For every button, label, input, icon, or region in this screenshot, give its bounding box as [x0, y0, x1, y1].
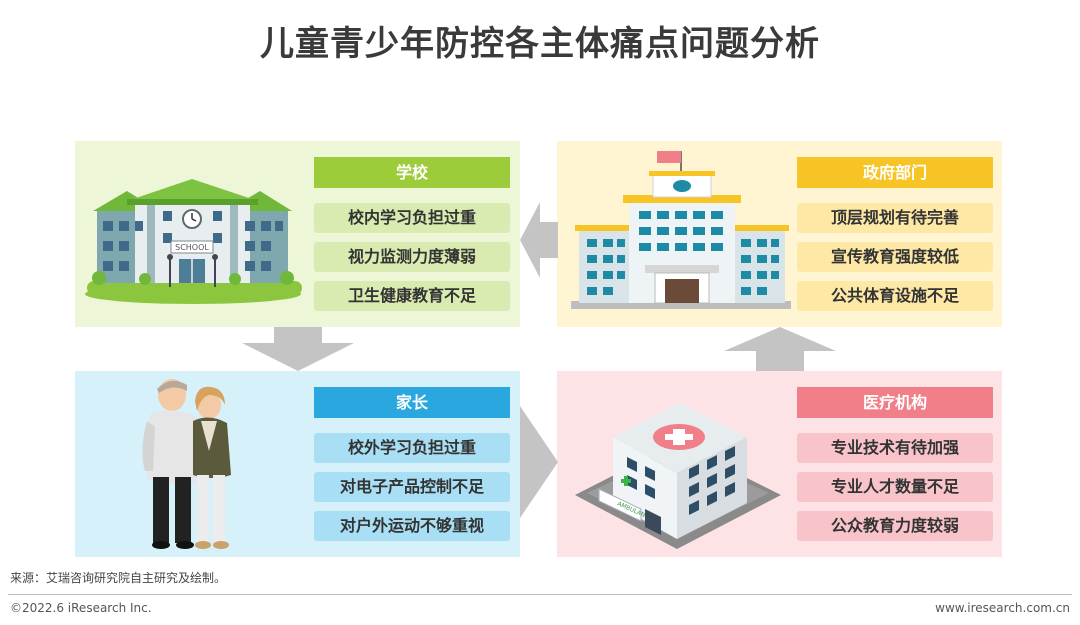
source-note: 来源：艾瑞咨询研究院自主研究及绘制。: [10, 571, 227, 585]
medical-issue-item: 专业人才数量不足: [797, 472, 993, 502]
arrow-left-icon: [520, 202, 558, 278]
parents-issue-item: 对户外运动不够重视: [314, 511, 510, 541]
arrow-right-icon: [520, 406, 558, 518]
school-issue-item: 校内学习负担过重: [314, 203, 510, 233]
parents-issue-item: 对电子产品控制不足: [314, 472, 510, 502]
school-panel: SCHOOL 学校 校内学习负担过重 视力监测力度薄弱 卫生健康教育不足: [75, 141, 520, 327]
school-issue-item: 视力监测力度薄弱: [314, 242, 510, 272]
government-panel: 政府部门 顶层规划有待完善 宣传教育强度较低 公共体育设施不足: [557, 141, 1002, 327]
medical-panel: AMBULANCE 医疗机构 专业技术有待加强 专业人才数量不足 公众教育力度较…: [557, 371, 1002, 557]
arrow-down-icon: [242, 327, 354, 371]
school-building-icon: SCHOOL: [85, 179, 302, 304]
government-building-icon: [571, 151, 791, 309]
parents-panel: 家长 校外学习负担过重 对电子产品控制不足 对户外运动不够重视: [75, 371, 520, 557]
copyright-text: ©2022.6 iResearch Inc.: [10, 601, 152, 615]
school-header: 学校: [314, 157, 510, 188]
government-issue-item: 宣传教育强度较低: [797, 242, 993, 272]
medical-issue-item: 专业技术有待加强: [797, 433, 993, 463]
website-link[interactable]: www.iresearch.com.cn: [935, 601, 1070, 615]
footer-divider: [8, 594, 1072, 595]
government-header: 政府部门: [797, 157, 993, 188]
government-issue-item: 公共体育设施不足: [797, 281, 993, 311]
school-sign-text: SCHOOL: [175, 243, 209, 252]
arrow-up-icon: [724, 327, 836, 371]
school-issue-item: 卫生健康教育不足: [314, 281, 510, 311]
page-title: 儿童青少年防控各主体痛点问题分析: [260, 24, 820, 64]
parents-issue-item: 校外学习负担过重: [314, 433, 510, 463]
government-issue-item: 顶层规划有待完善: [797, 203, 993, 233]
hospital-building-icon: AMBULANCE: [575, 403, 781, 549]
parents-header: 家长: [314, 387, 510, 418]
medical-issue-item: 公众教育力度较弱: [797, 511, 993, 541]
parents-couple-icon: [142, 379, 231, 549]
medical-header: 医疗机构: [797, 387, 993, 418]
